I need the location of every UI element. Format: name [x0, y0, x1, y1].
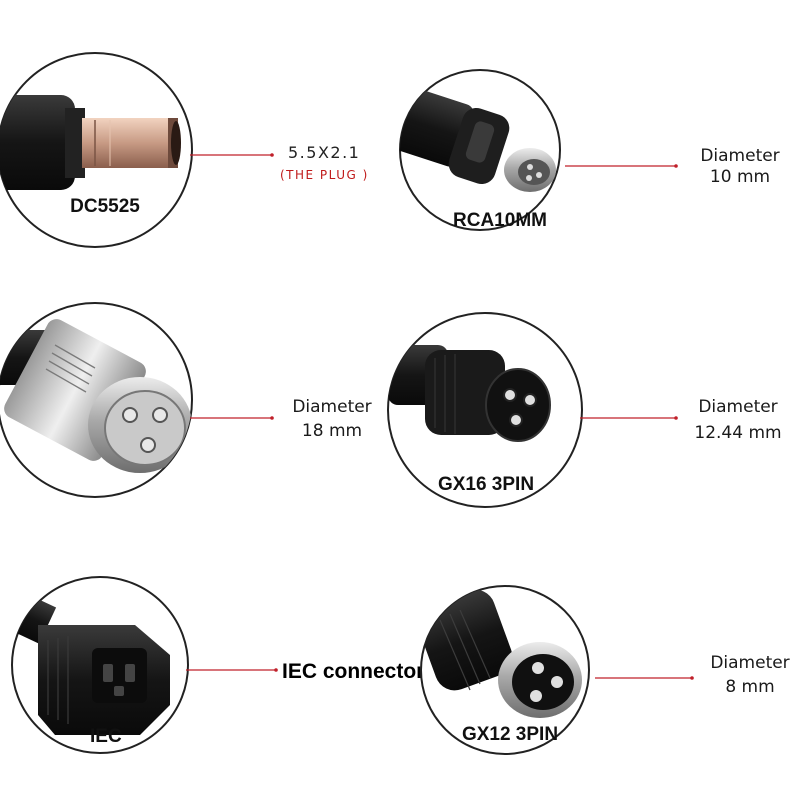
xlr-diameter-label: Diameter [292, 397, 371, 417]
rca10mm-plug-image [400, 88, 556, 192]
gx12-diameter-label: Diameter [710, 653, 789, 673]
gx12-panel: GX12 3PIN Diameter 8 mm [420, 585, 790, 755]
gx16-diameter-value: 12.44 mm [694, 423, 781, 443]
iec-panel: IEC IEC connector [11, 576, 424, 754]
xlr-diameter-value: 18 mm [302, 421, 362, 441]
gx12-diameter-value: 8 mm [725, 677, 774, 697]
gx12-plug-image [421, 589, 582, 718]
dc5525-note: (THE PLUG ) [280, 168, 369, 182]
gx16-plug-image [388, 345, 551, 442]
rca10mm-panel: RCA10MM Diameter 10 mm [399, 69, 780, 231]
dc5525-name: DC5525 [70, 196, 140, 217]
gx16-panel: GX16 3PIN Diameter 12.44 mm [387, 312, 782, 508]
gx16-diameter-label: Diameter [698, 397, 777, 417]
iec-connector-label: IEC connector [282, 660, 424, 683]
gx16-name: GX16 3PIN [438, 474, 534, 495]
xlr-plug-image [0, 319, 192, 473]
iec-name: IEC [90, 726, 122, 747]
dc5525-size: 5.5X2.1 [288, 143, 360, 162]
dc5525-plug-image [0, 95, 181, 190]
xlr-panel: Diameter 18 mm [0, 302, 372, 498]
rca10mm-diameter-label: Diameter [700, 146, 779, 166]
dc5525-panel: DC5525 5.5X2.1 (THE PLUG ) [0, 52, 369, 248]
gx12-name: GX12 3PIN [462, 724, 558, 745]
rca10mm-name: RCA10MM [453, 210, 547, 231]
rca10mm-diameter-value: 10 mm [710, 167, 770, 187]
